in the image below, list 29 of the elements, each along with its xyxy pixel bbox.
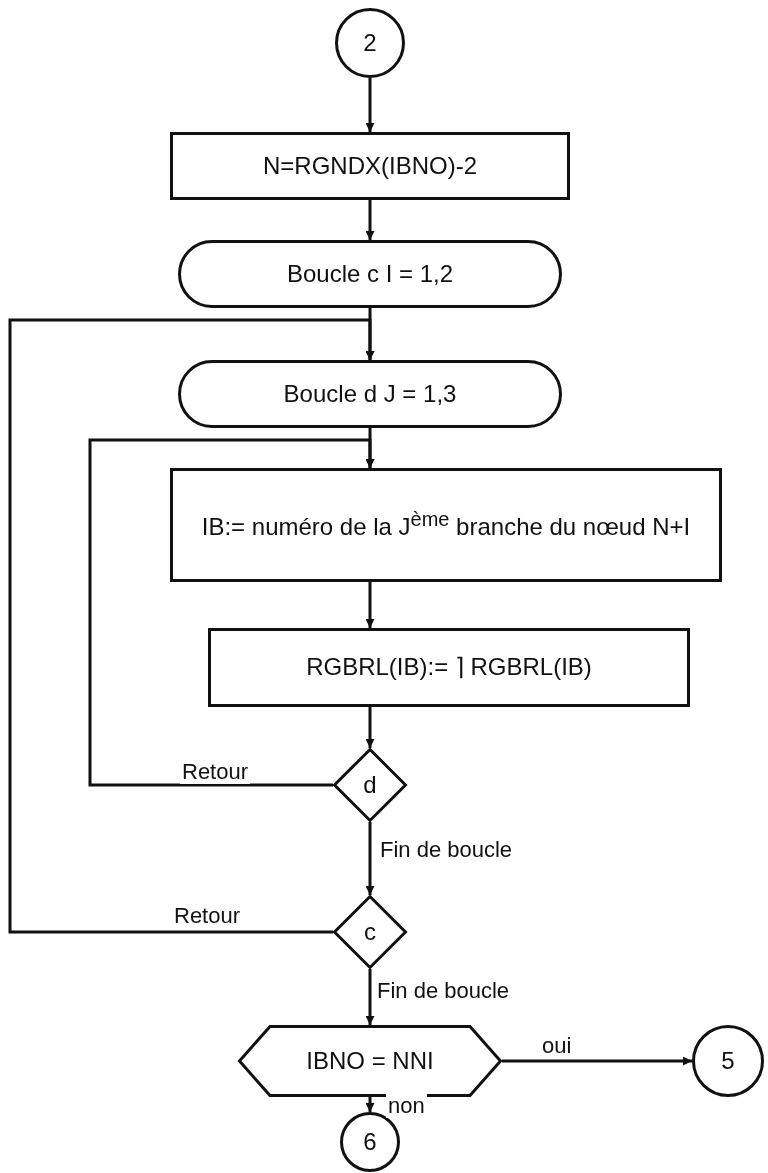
arrow bbox=[365, 78, 375, 132]
node-label: d bbox=[362, 769, 378, 800]
node-label: 5 bbox=[720, 1045, 736, 1076]
process-box bbox=[170, 132, 570, 200]
connector-circle bbox=[340, 1112, 400, 1172]
process-box bbox=[208, 628, 690, 707]
node-label: 6 bbox=[362, 1126, 378, 1157]
node-label: 2 bbox=[362, 27, 378, 58]
node-label: Boucle d J = 1,3 bbox=[282, 378, 458, 409]
arrow bbox=[365, 1097, 375, 1112]
arrow bbox=[365, 582, 375, 628]
node-label: Boucle c I = 1,2 bbox=[285, 258, 455, 289]
arrow bbox=[502, 1056, 692, 1066]
node-label: RGBRL(IB):= ⌉ RGBRL(IB) bbox=[305, 652, 593, 683]
loop-end-diamond bbox=[333, 748, 407, 822]
edge-label: non bbox=[386, 1094, 427, 1119]
arrow bbox=[365, 969, 375, 1025]
node-label: IBNO = NNI bbox=[305, 1045, 435, 1076]
node-label: N=RGNDX(IBNO)-2 bbox=[262, 150, 478, 181]
arrow bbox=[88, 438, 375, 787]
decision-hexagon bbox=[238, 1025, 502, 1097]
arrow bbox=[365, 707, 375, 748]
arrow bbox=[8, 318, 375, 934]
process-box bbox=[170, 468, 722, 582]
node-label: IB:= numéro de la J$^{ème}$ branche du nœud N+I bbox=[200, 507, 692, 543]
arrow bbox=[365, 200, 375, 240]
node-label: c bbox=[363, 916, 377, 947]
loop-end-diamond bbox=[333, 895, 407, 969]
arrow bbox=[365, 822, 375, 895]
